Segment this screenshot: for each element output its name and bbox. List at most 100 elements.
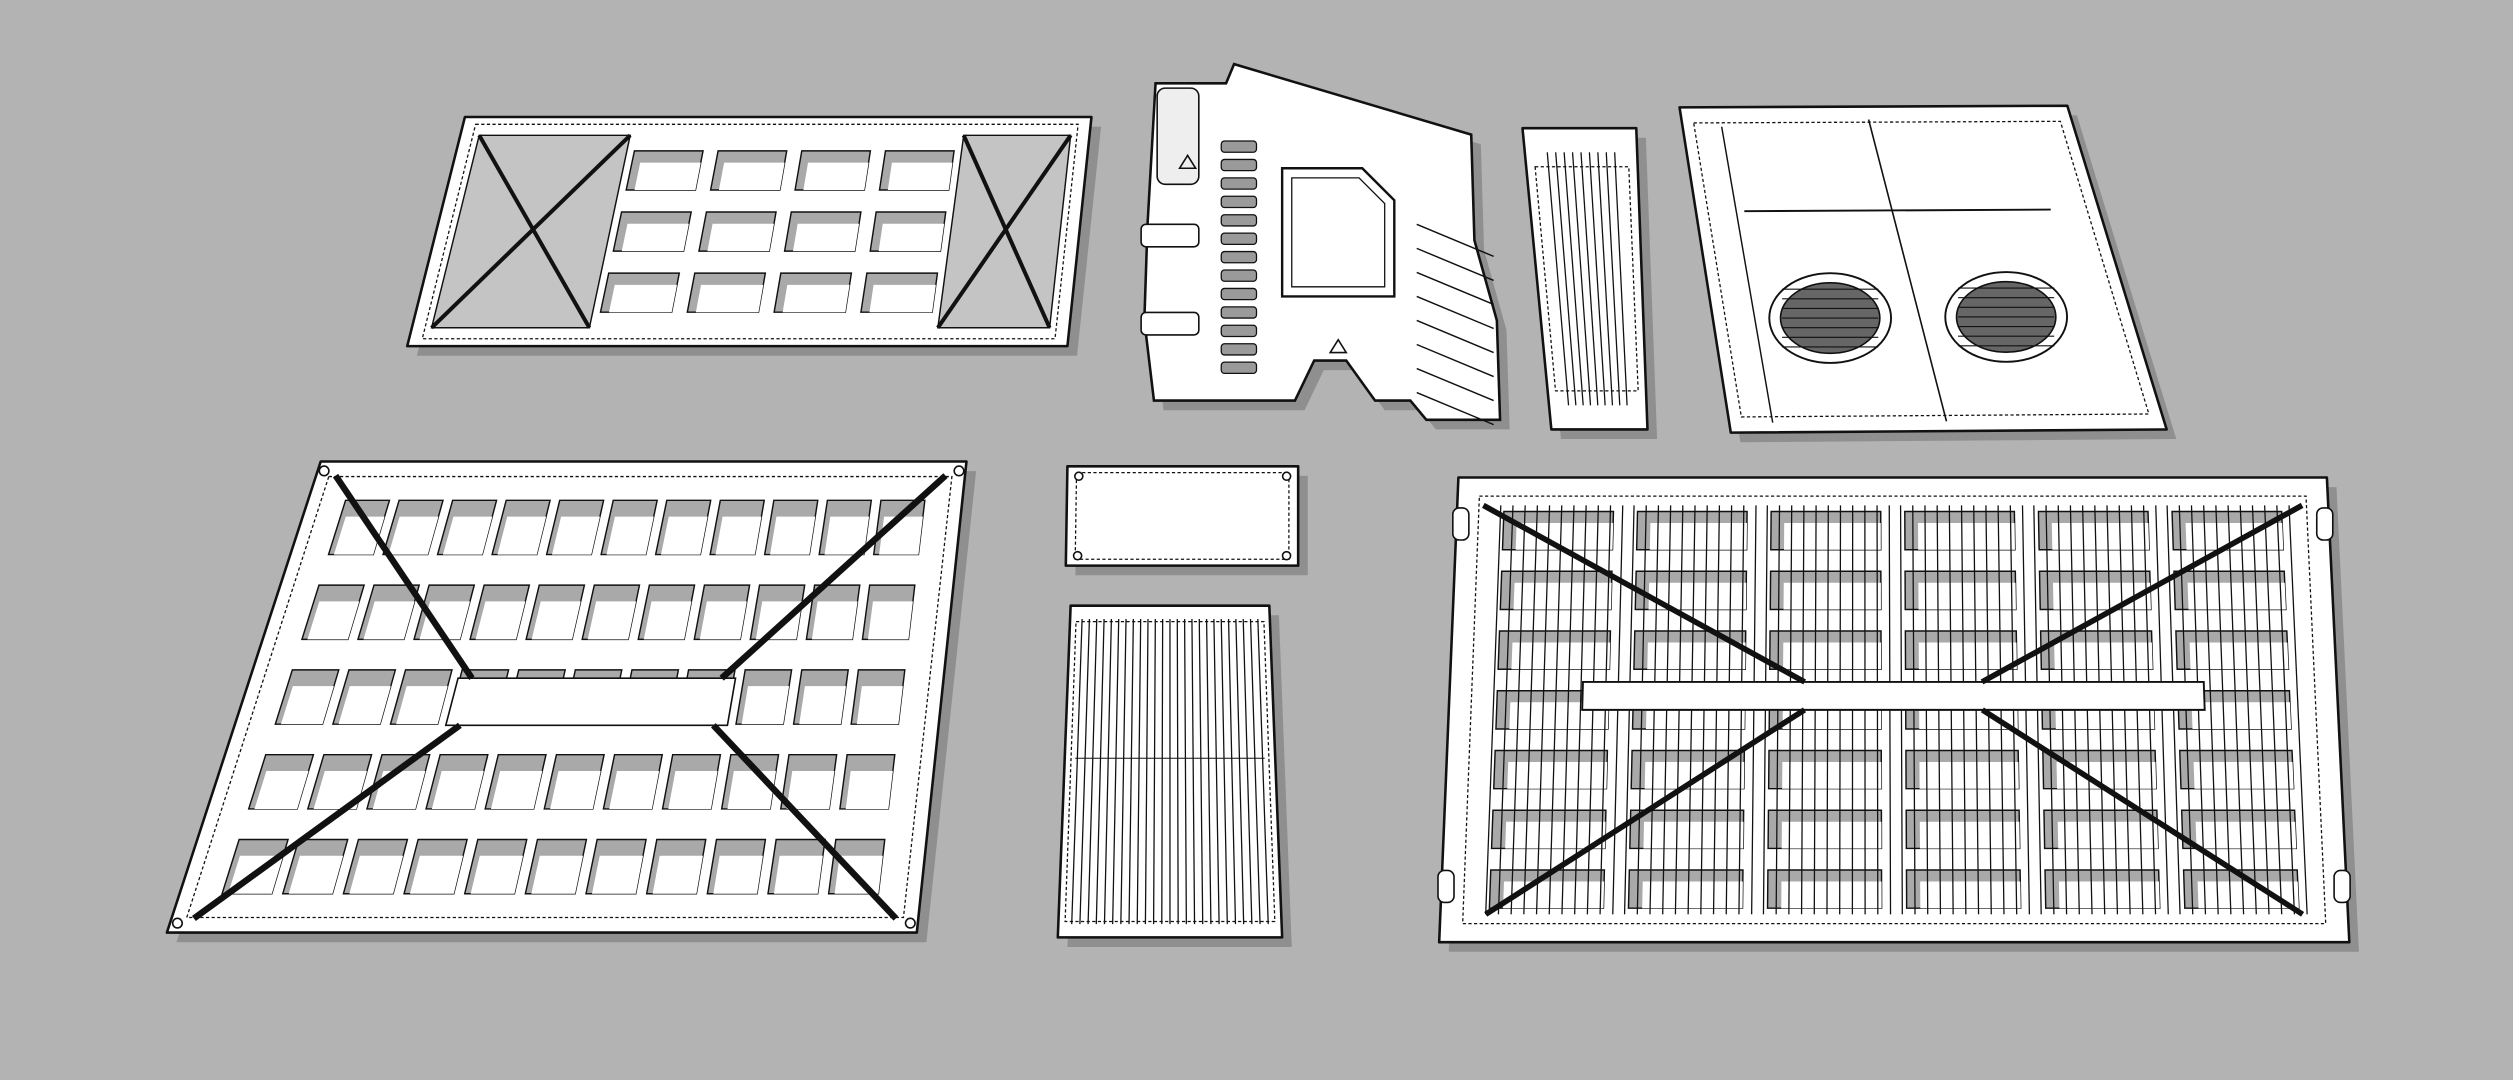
objects-layer [165, 62, 2359, 952]
panel-outline [1064, 465, 1300, 567]
vent-slat [1563, 152, 1584, 406]
triangle-mark [1328, 338, 1348, 354]
frame-panel-top-left [405, 115, 1102, 356]
slat-line [1120, 618, 1127, 925]
cross-brace [1482, 502, 1807, 685]
armor-groove [1416, 391, 1494, 426]
screw-icon [1281, 550, 1292, 561]
cell-floor [431, 770, 484, 809]
vent-slat [1605, 152, 1621, 406]
vent-slat [1580, 152, 1599, 406]
cell-floor [634, 162, 701, 190]
cell-floor [707, 223, 774, 252]
cell-floor [2191, 702, 2292, 729]
cross-brace [1980, 502, 2304, 685]
slat-line [1213, 618, 1220, 925]
cell-floor [1918, 522, 2015, 550]
cell-floor [1782, 761, 1882, 789]
cell-floor [803, 162, 869, 190]
cell-floor [349, 855, 404, 894]
armor-groove [1416, 367, 1494, 402]
slat-line [1087, 618, 1098, 925]
cell-floor [621, 223, 689, 252]
cell-floor [550, 770, 601, 809]
cell-floor [475, 601, 526, 640]
rib-line [2264, 505, 2283, 915]
cell-floor [699, 601, 747, 640]
cell-floor [867, 601, 913, 640]
slot [1220, 324, 1258, 338]
slot [1220, 177, 1258, 190]
cell-floor [869, 284, 936, 313]
slat-line [1257, 618, 1269, 925]
inner-edge [1534, 166, 1639, 392]
rib-line [2215, 505, 2232, 915]
cell-floor [715, 516, 762, 555]
cell-floor [609, 770, 660, 809]
cell-floor [419, 601, 470, 640]
cell-floor [2195, 821, 2297, 849]
cell-floor [793, 223, 860, 252]
cell-floor [2187, 582, 2286, 610]
cell-floor [695, 284, 764, 313]
inner-edge [1692, 120, 2150, 418]
cell-floor [1919, 761, 2019, 789]
armor-groove [1416, 223, 1494, 258]
cell-floor [799, 686, 846, 725]
cell-floor [718, 162, 785, 190]
cell-floor [643, 601, 692, 640]
screw-hole [318, 465, 330, 477]
rib-line [2203, 505, 2219, 915]
cell-floor [280, 686, 334, 725]
cell-floor [1918, 642, 2017, 670]
slat-line [1152, 618, 1156, 925]
slat-line [1183, 618, 1187, 925]
cell-floor [609, 284, 678, 313]
window-inner [1291, 177, 1386, 288]
cell-floor [879, 516, 923, 555]
armor-groove [1416, 271, 1494, 306]
cell-floor [1919, 821, 2020, 849]
cell-floor [727, 770, 777, 809]
rib-line [1561, 505, 1575, 915]
vent-slat [1597, 152, 1614, 406]
rib-line [1574, 505, 1587, 915]
slat-line [1205, 618, 1212, 925]
panel-seam [1720, 126, 1774, 423]
cell-floor [288, 855, 344, 894]
vent-panel-narrow [1521, 126, 1658, 440]
slat-line [1249, 618, 1261, 925]
panel-seam [1867, 119, 1948, 422]
cell-floor [606, 516, 654, 555]
cross-brace [477, 134, 592, 329]
cell-floor [1644, 761, 1745, 789]
cross-brace [332, 473, 475, 680]
cell-floor [713, 855, 763, 894]
cross-brace [430, 133, 632, 330]
cell-floor [1783, 582, 1881, 610]
rib-line [1497, 505, 1514, 915]
slat-line [1095, 618, 1105, 925]
cell-floor [470, 855, 524, 894]
panel-outline [1521, 126, 1649, 431]
screw-icon [1072, 550, 1083, 561]
cell-floor [1781, 821, 1882, 849]
center-bar [1581, 681, 2206, 711]
slat-line [1161, 618, 1164, 925]
vent-slat [1555, 152, 1577, 406]
slot [1220, 306, 1258, 319]
cell-floor [1648, 582, 1747, 610]
screw-hole [904, 917, 916, 929]
slot [1220, 214, 1258, 227]
grid-panel-bottom-left [165, 460, 977, 943]
side-slot [2315, 507, 2334, 541]
cell-floor [773, 855, 823, 894]
cell-floor [652, 855, 703, 894]
cell-floor [2054, 642, 2153, 670]
cell-floor [1783, 642, 1882, 670]
cell-floor [1507, 761, 1608, 789]
cell-floor [1920, 881, 2021, 909]
strap [1140, 311, 1200, 336]
vent-slat [1614, 152, 1628, 406]
